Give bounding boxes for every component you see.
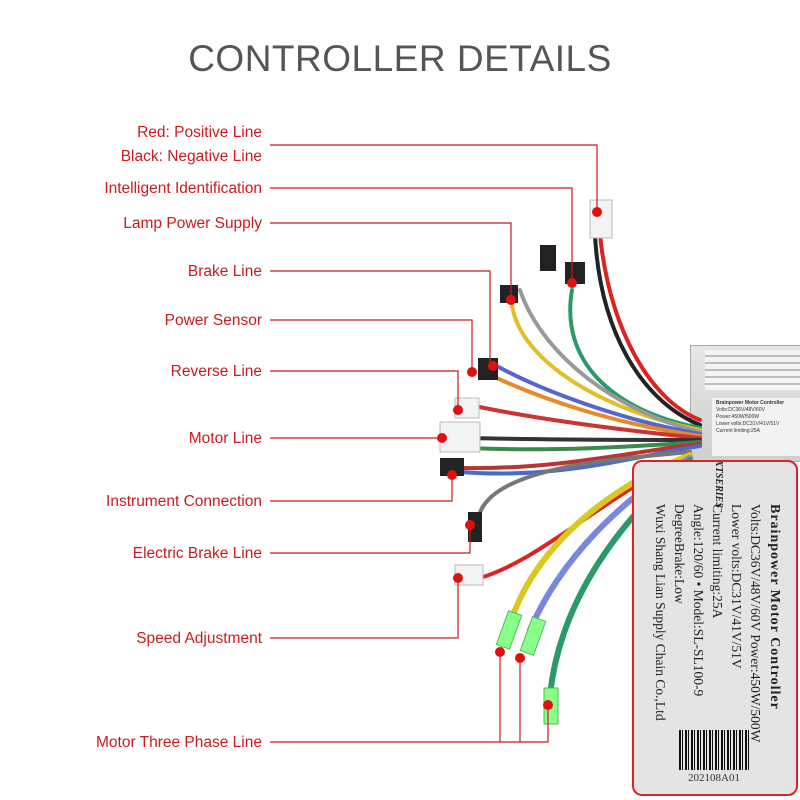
dot-sensor [467,367,477,377]
label-brake-line: Brake Line [187,263,262,280]
leader-brake [270,270,491,365]
label-power-sensor: Power Sensor [164,312,262,329]
leader-instrument [270,475,453,502]
marker-dots [437,207,602,710]
spec-heading: Brainpower Motor Controller [767,504,782,710]
dot-reverse [453,405,463,415]
dot-brake [488,361,498,371]
label-negative-line: Black: Negative Line [120,148,262,165]
wire-orange-sensor [478,368,702,438]
dot-ident [567,278,577,288]
wire-green-motor [468,440,702,452]
page-title: CONTROLLER DETAILS [188,38,612,79]
label-motor-line: Motor Line [188,430,262,447]
label-electric-brake-line: Electric Brake Line [132,545,262,562]
wire-green-ident [568,288,702,430]
connector-lamp [540,245,556,271]
leader-ident [270,187,573,283]
label-motor-three-phase-line: Motor Three Phase Line [95,734,262,751]
leader-lamp [270,222,512,300]
leader-lines [270,144,598,743]
wire-instrument-blue [458,444,702,476]
dot-instrument [447,470,457,480]
housing-label: Brainpower Motor Controller Volts:DC36V/… [712,398,800,456]
dot-motor [437,433,447,443]
leader-electric-brake [270,525,471,554]
housing-label-line: Volts:DC36V/48V/60V Power:450W/500W [716,407,765,420]
label-reverse-line: Reverse Line [170,363,262,380]
connector-power [589,199,613,239]
housing-label-line: Lower volts:DC31V/41V/51V [716,421,780,427]
heatsink-fins [705,350,800,390]
label-lamp-power-supply: Lamp Power Supply [123,215,262,232]
leader-power [270,144,598,212]
dot-phase-b [515,653,525,663]
connector-electric-brake [468,512,482,542]
dot-power [592,207,602,217]
dot-speed [453,573,463,583]
wire-blue-brake [493,363,702,436]
wire-black-power [593,233,702,427]
label-positive-line: Red: Positive Line [137,124,262,141]
barcode [679,730,749,770]
leader-three-phase [270,705,549,743]
housing-label-line: Current limiting:25A [716,428,760,434]
dot-lamp [506,295,516,305]
serial-number: 202108A01 [688,772,740,784]
leader-reverse [270,370,459,410]
leader-sensor [270,319,473,372]
leader-speed [270,578,459,639]
connector-phase-yellow [495,610,523,650]
connector-phase-blue [519,616,547,656]
label-intelligent-identification: Intelligent Identification [104,180,262,197]
dot-electric-brake [465,520,475,530]
wire-red-reverse [468,403,702,440]
wire-motor-line [468,436,702,442]
controller-spec-sticker: XTSERIES Brainpower Motor Controller Vol… [632,460,798,796]
wire-electric-brake [475,450,692,532]
dot-phase-c [543,700,553,710]
label-speed-adjustment: Speed Adjustment [136,630,262,647]
label-instrument-connection: Instrument Connection [106,493,262,510]
wire-red-power [598,233,702,422]
spec-line: Wuxi Shang Lian Supply Chain Co.,Ltd [653,504,668,721]
wire-instrument [458,442,702,471]
housing-label-heading: Brainpower Motor Controller [716,400,785,406]
dot-phase-a [495,647,505,657]
wire-gray-lamp [518,288,702,434]
connector-instrument [440,458,464,476]
